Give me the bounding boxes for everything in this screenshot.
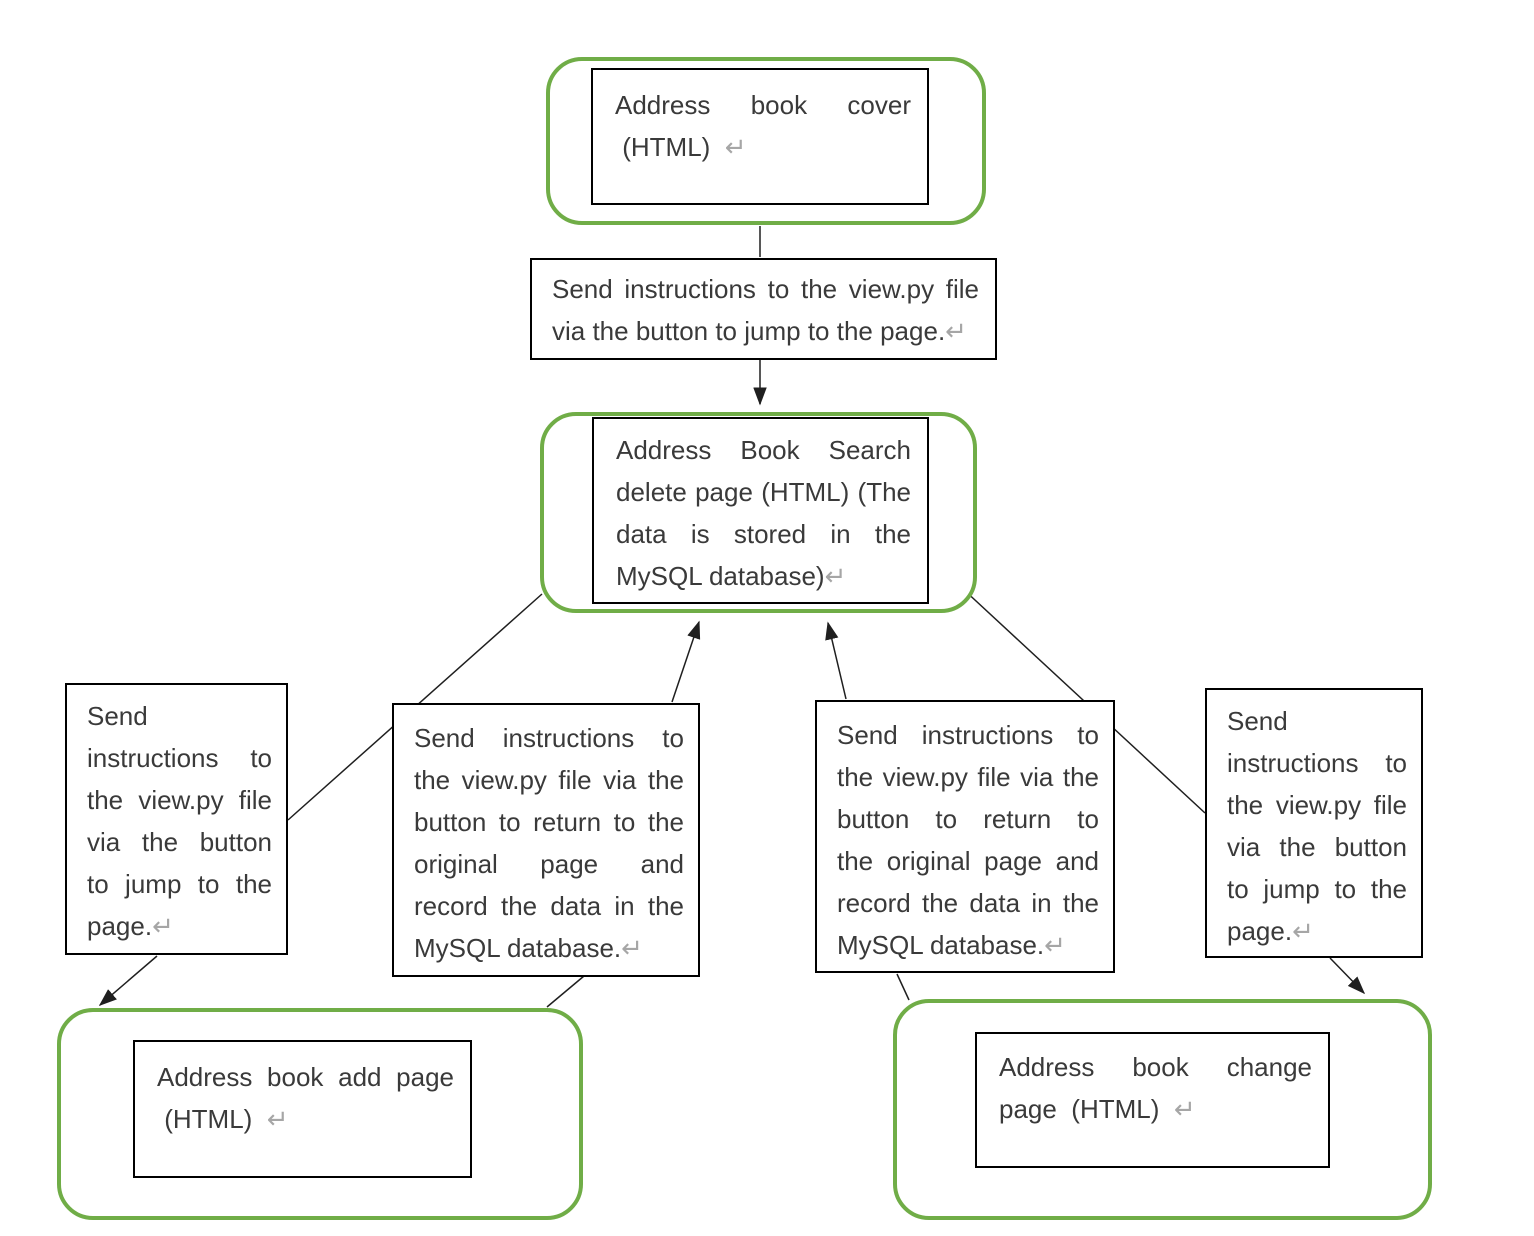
node-return-left-box: Send instructions to the view.py file via… [392, 703, 700, 977]
text-line: the original page and [837, 846, 1099, 876]
text-line: the view.py file via the [414, 765, 684, 795]
text-line: via the button to jump to the page.↵ [552, 316, 967, 346]
connector-return-left-to-add [546, 975, 585, 1008]
connector-return-left-to-search [671, 620, 701, 703]
node-search-box: Address Book Search delete page (HTML) (T… [592, 417, 929, 604]
paragraph-return-mark: ↵ [945, 316, 967, 346]
text-line: button to return to the [414, 807, 684, 837]
connector-return-right-to-change [896, 973, 910, 1001]
text-line: (HTML) ↵ [157, 1104, 289, 1134]
text-line: Address book cover [615, 90, 911, 120]
text-line: Send instructions to [837, 720, 1099, 750]
text-line: Address book add page [157, 1062, 454, 1092]
text-line: the view.py file via the [837, 762, 1099, 792]
text-line: page.↵ [87, 911, 174, 941]
connector-return-right-to-search [825, 621, 847, 700]
connector-jump-left-to-add [98, 955, 158, 1006]
text-line: delete page (HTML) (The [616, 477, 911, 507]
text-line: Send [1227, 706, 1288, 736]
paragraph-return-mark: ↵ [1173, 1094, 1196, 1124]
text-line: record the data in the [837, 888, 1099, 918]
text-line: page.↵ [1227, 916, 1314, 946]
text-line: Address book change [999, 1052, 1312, 1082]
paragraph-return-mark: ↵ [152, 911, 174, 941]
connector-jump-right-to-change [1329, 957, 1366, 995]
text-line: MySQL database.↵ [414, 933, 643, 963]
text-line: record the data in the [414, 891, 684, 921]
node-return-right-box: Send instructions to the view.py file via… [815, 700, 1115, 973]
node-jump-top-box: Send instructions to the view.py file via… [530, 258, 997, 360]
node-add-box: Address book add page (HTML) ↵ [133, 1040, 472, 1178]
text-line: the view.py file [1227, 790, 1407, 820]
text-line: instructions to [87, 743, 272, 773]
text-line: Send [87, 701, 148, 731]
paragraph-return-mark: ↵ [824, 561, 847, 591]
text-line: MySQL database)↵ [616, 561, 847, 591]
paragraph-return-mark: ↵ [1044, 930, 1066, 960]
text-line: the view.py file [87, 785, 272, 815]
text-line: Send instructions to [414, 723, 684, 753]
text-line: data is stored in the [616, 519, 911, 549]
text-line: (HTML) ↵ [615, 132, 747, 162]
text-line: to jump to the [1227, 874, 1407, 904]
text-line: to jump to the [87, 869, 272, 899]
text-line: via the button [87, 827, 272, 857]
text-line: button to return to [837, 804, 1099, 834]
text-line: original page and [414, 849, 684, 879]
paragraph-return-mark: ↵ [1292, 916, 1314, 946]
text-line: MySQL database.↵ [837, 930, 1066, 960]
paragraph-return-mark: ↵ [266, 1104, 289, 1134]
text-line: instructions to [1227, 748, 1407, 778]
text-line: via the button [1227, 832, 1407, 862]
node-change-box: Address book change page (HTML) ↵ [975, 1032, 1330, 1168]
node-jump-right-box: Send instructions to the view.py file via t… [1205, 688, 1423, 958]
node-jump-left-box: Send instructions to the view.py file via t… [65, 683, 288, 955]
text-line: Address Book Search [616, 435, 911, 465]
paragraph-return-mark: ↵ [724, 132, 747, 162]
paragraph-return-mark: ↵ [621, 933, 643, 963]
text-line: page (HTML) ↵ [999, 1094, 1196, 1124]
text-line: Send instructions to the view.py file [552, 274, 979, 304]
node-cover-box: Address book cover (HTML) ↵ [591, 68, 929, 205]
